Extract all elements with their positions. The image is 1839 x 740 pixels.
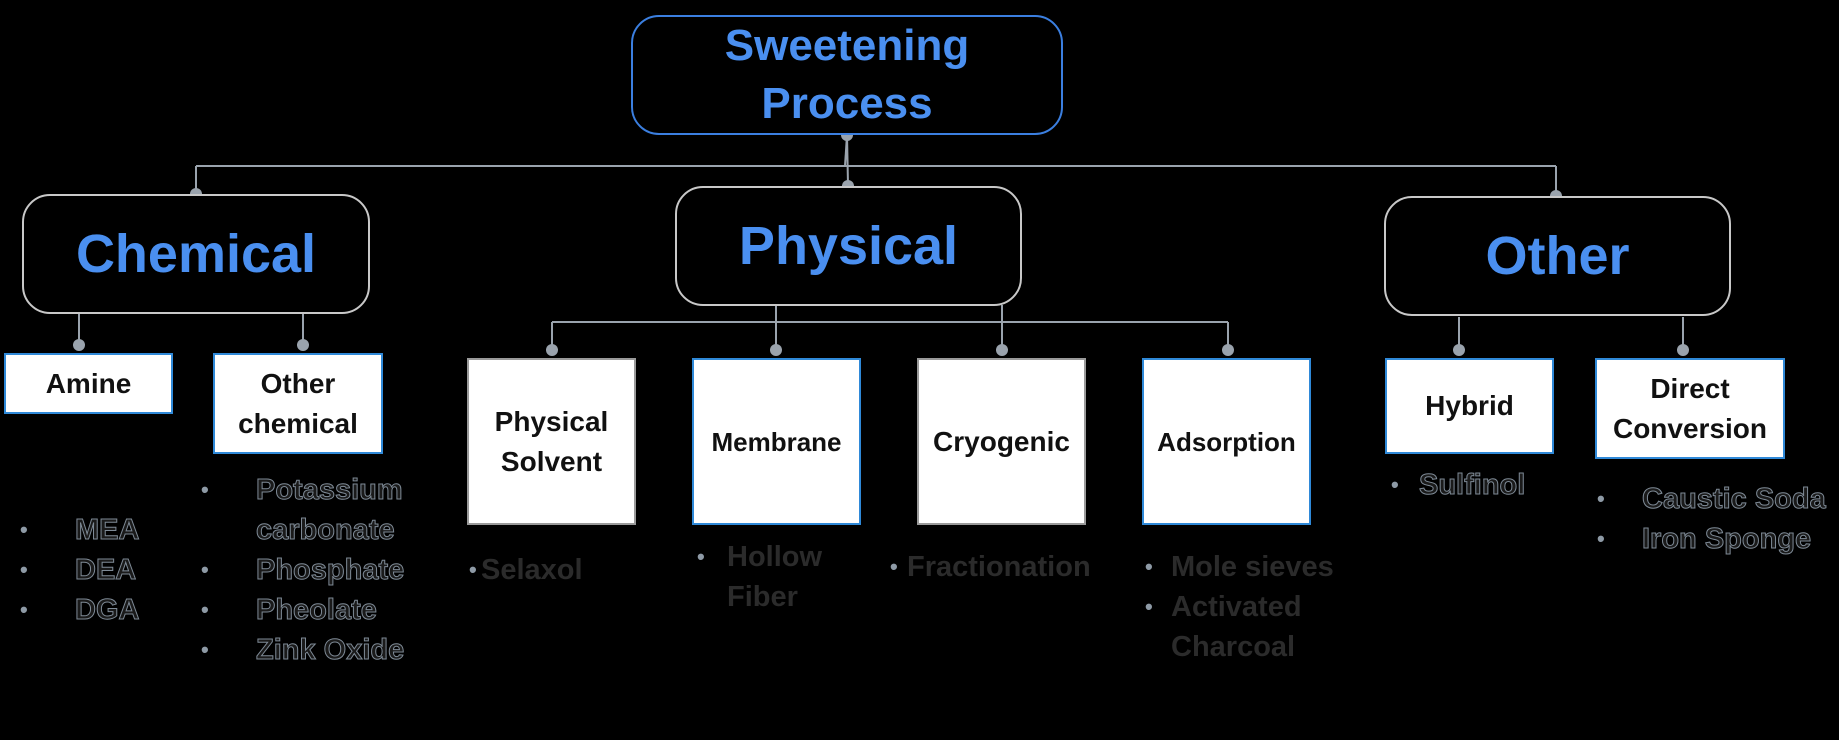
amine-examples-list: •MEA •DEA •DGA	[20, 510, 140, 630]
list-item: •Selaxol	[469, 554, 583, 586]
method-other-chemical: Other chemical	[213, 353, 383, 454]
method-direct-conversion-label: Direct Conversion	[1612, 372, 1768, 444]
root-node-label: Sweetening Process	[724, 21, 970, 128]
method-hybrid-label: Hybrid	[1425, 390, 1514, 421]
list-item: •Sulfinol	[1391, 469, 1526, 502]
category-chemical-label: Chemical	[75, 224, 317, 284]
method-hybrid: Hybrid	[1385, 358, 1554, 454]
category-physical-label: Physical	[738, 216, 959, 276]
cryogenic-examples-list: •Fractionation	[890, 547, 1091, 587]
method-adsorption: Adsorption	[1142, 358, 1311, 525]
physical-solvent-examples-list: •Selaxol	[469, 550, 583, 590]
list-item-continuation: carbonate	[256, 514, 396, 547]
list-item: •Potassium	[201, 474, 403, 507]
root-node-sweetening-process: Sweetening Process	[631, 15, 1063, 135]
category-chemical: Chemical	[22, 194, 370, 314]
adsorption-examples-list: •Mole sieves •Activated Charcoal	[1145, 547, 1334, 667]
category-physical: Physical	[675, 186, 1022, 306]
list-item: •Activated	[1145, 591, 1302, 623]
list-item: •Mole sieves	[1145, 551, 1334, 583]
other-chemical-examples-list: •Potassium carbonate •Phosphate •Pheolat…	[201, 470, 405, 670]
method-amine-label: Amine	[45, 367, 132, 399]
direct-conversion-examples-list: •Caustic Soda •Iron Sponge	[1597, 479, 1826, 559]
list-item-continuation: Charcoal	[1171, 631, 1296, 663]
method-physical-solvent-label: Physical Solvent	[494, 405, 609, 477]
list-item: •Phosphate	[201, 554, 405, 587]
list-item: •Pheolate	[201, 594, 377, 627]
method-membrane-label: Membrane	[711, 426, 842, 457]
method-cryogenic: Cryogenic	[917, 358, 1086, 525]
list-item: •DEA	[20, 554, 137, 587]
membrane-examples-list: •Hollow Fiber	[697, 537, 823, 617]
list-item-continuation: Fiber	[727, 581, 798, 613]
method-amine: Amine	[4, 353, 173, 414]
list-item: •Hollow	[697, 541, 823, 573]
method-adsorption-label: Adsorption	[1157, 426, 1296, 457]
hybrid-examples-list: •Sulfinol	[1391, 465, 1526, 505]
method-cryogenic-label: Cryogenic	[933, 425, 1070, 457]
list-item: •Fractionation	[890, 551, 1091, 583]
list-item: •Zink Oxide	[201, 634, 405, 667]
method-direct-conversion: Direct Conversion	[1595, 358, 1785, 459]
method-physical-solvent: Physical Solvent	[467, 358, 636, 525]
list-item: •DGA	[20, 594, 140, 627]
category-other: Other	[1384, 196, 1731, 316]
category-other-label: Other	[1485, 226, 1630, 286]
list-item: •Iron Sponge	[1597, 523, 1812, 556]
method-other-chemical-label: Other chemical	[238, 367, 358, 439]
list-item: •Caustic Soda	[1597, 483, 1826, 516]
method-membrane: Membrane	[692, 358, 861, 525]
list-item: •MEA	[20, 514, 140, 547]
